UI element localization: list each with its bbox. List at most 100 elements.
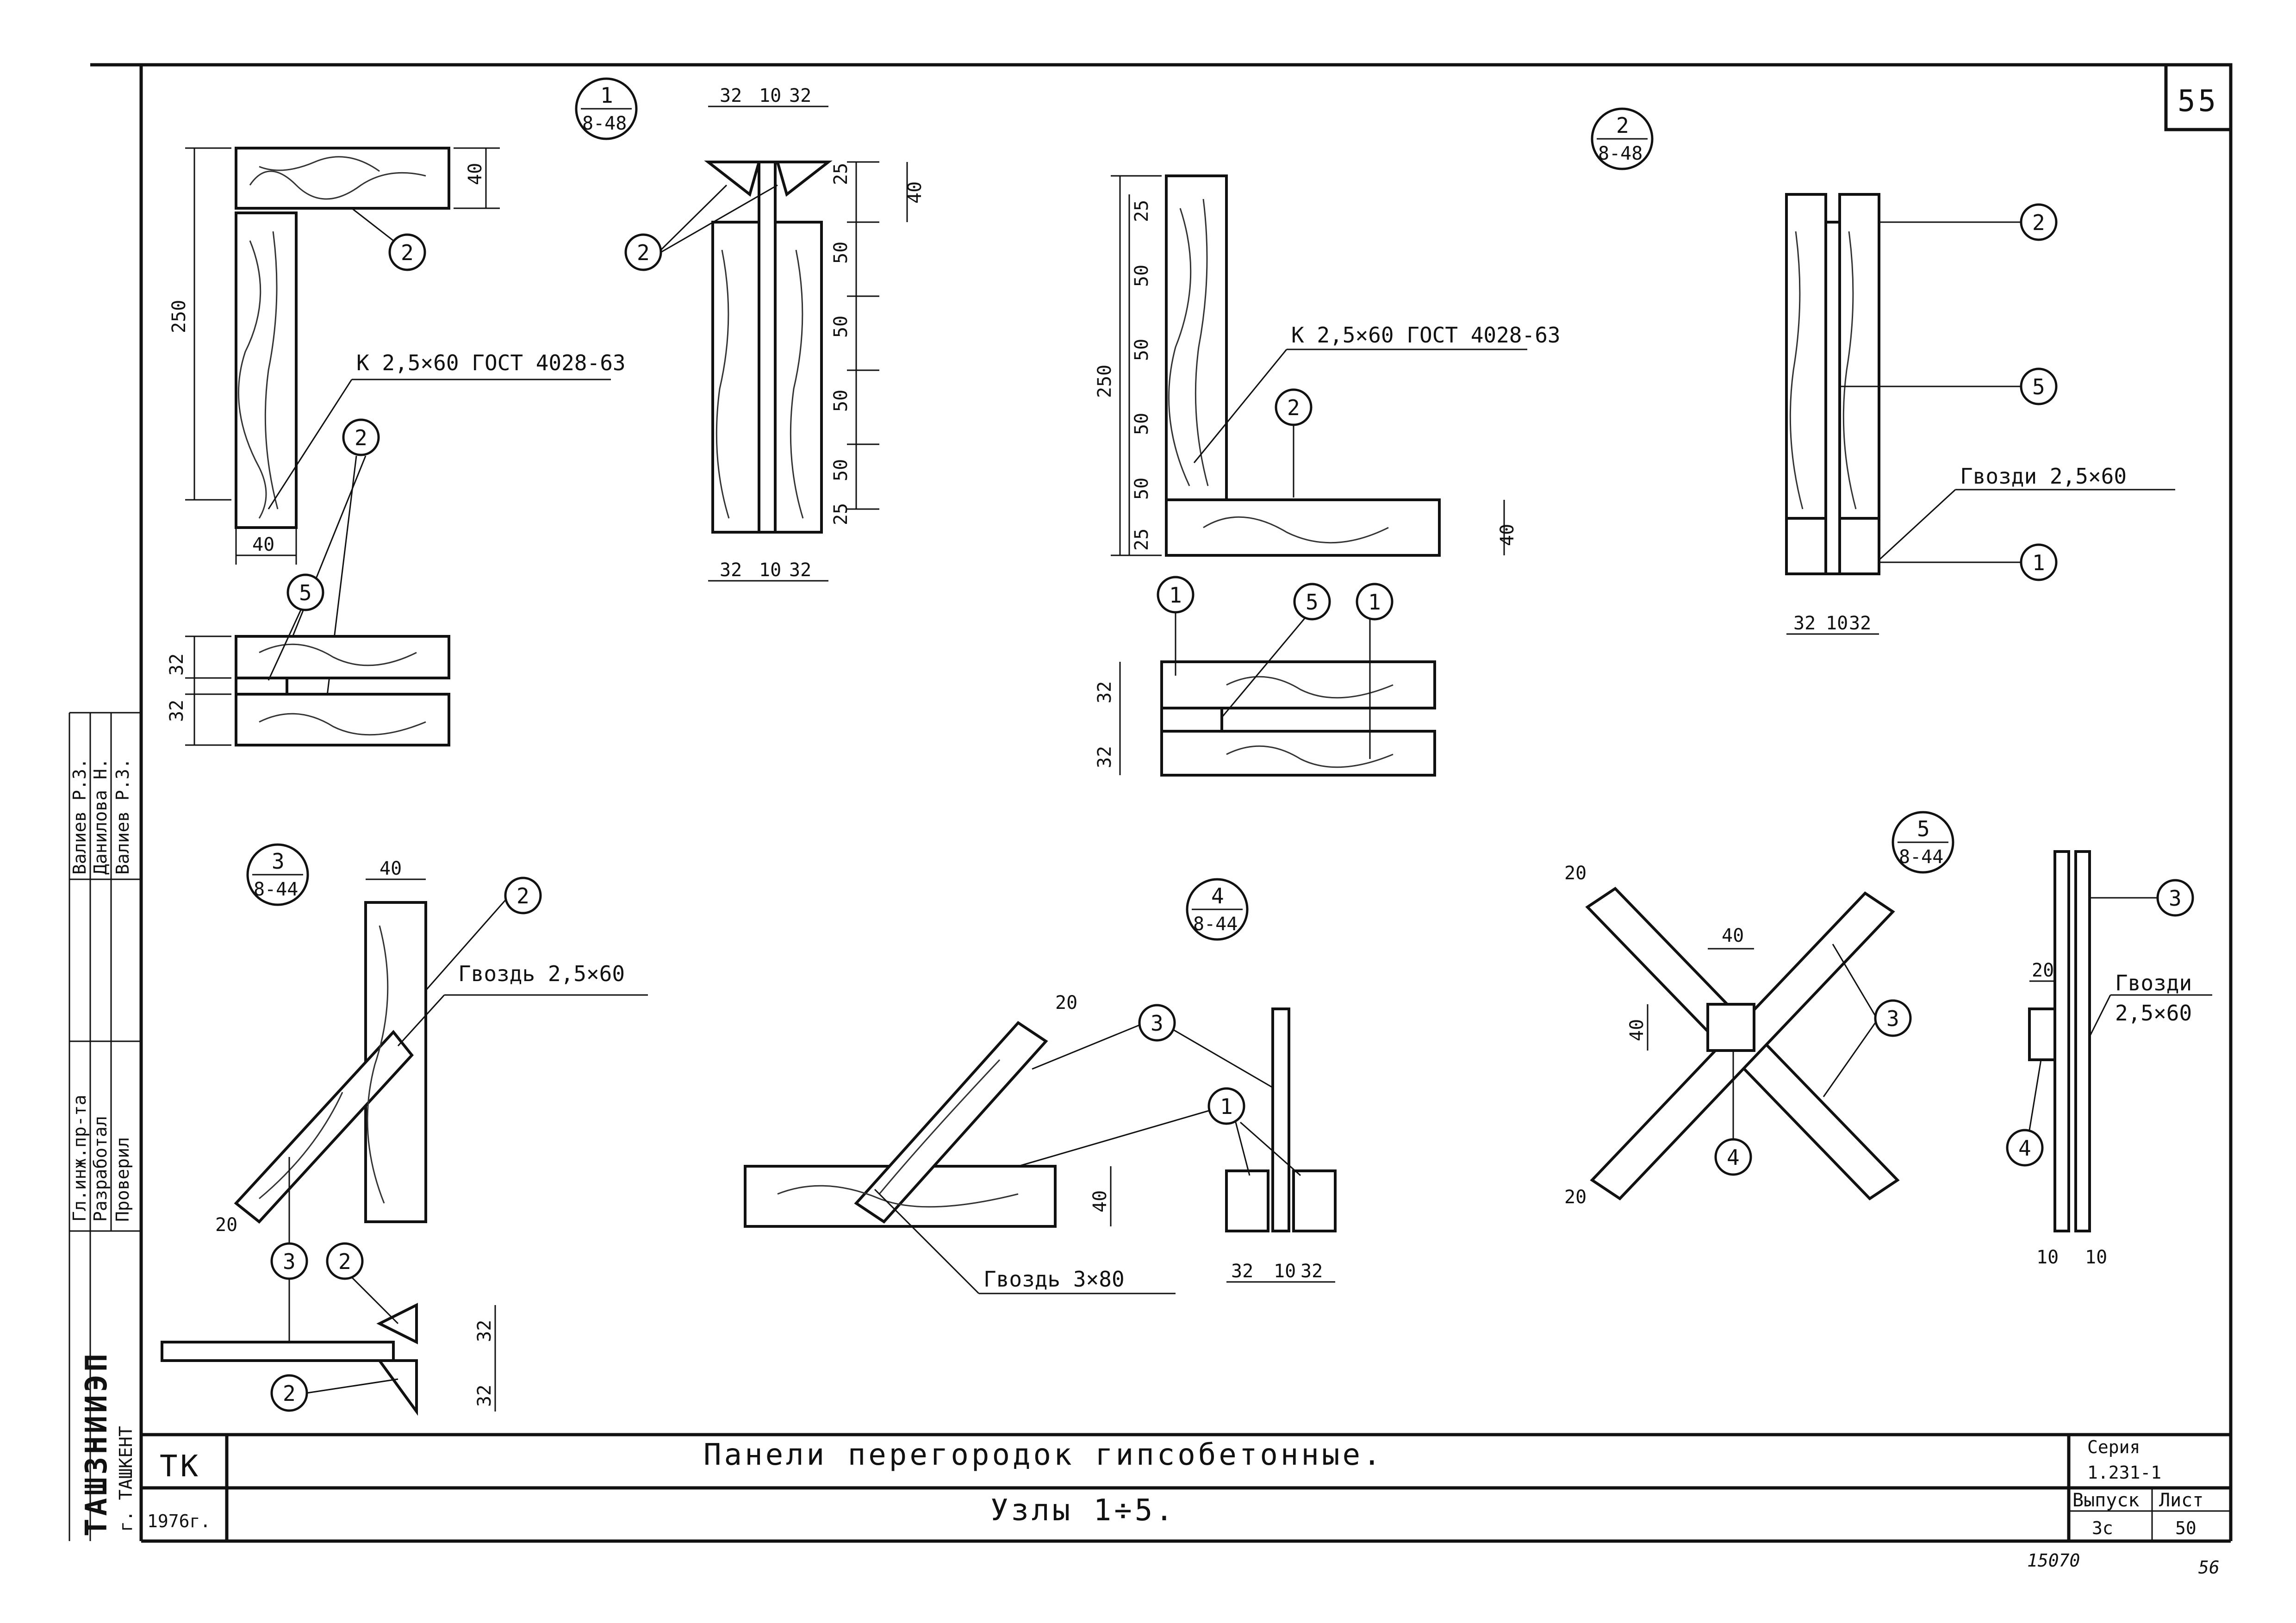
dim-32-b: 32 [789, 85, 811, 106]
dim-25-a: 25 [830, 163, 852, 185]
archive-number: 15070 [2027, 1550, 2080, 1571]
node-4-badge: 4 8-44 [1186, 878, 1249, 941]
stamp-name-3: Валиев Р.З. [112, 758, 133, 875]
node-5-number: 5 [1917, 816, 1930, 841]
node-5-side: 3 Гвозди 2,5×60 4 [2006, 850, 2212, 1232]
dim-32-plan-node1: 32 [166, 653, 187, 676]
dim-250-node2: 250 [1094, 365, 1115, 398]
dim-32-n3p: 32 [474, 1320, 495, 1342]
nail-note-node4: Гвоздь 3×80 [983, 1267, 1125, 1292]
page-number-box: 55 [2164, 63, 2233, 131]
node-3-number: 3 [272, 849, 285, 874]
dim-40-n2: 40 [1497, 524, 1518, 546]
dim-32-plan2-node1: 32 [166, 700, 187, 722]
pos-3-callout-node5-side: 3 [2169, 886, 2182, 911]
dim-40-section: 40 [904, 181, 926, 204]
dim-40-n3: 40 [380, 858, 402, 879]
dim-250-node1: 250 [168, 300, 190, 333]
dim-10-n4: 10 [1274, 1261, 1296, 1282]
dim-20-n5a: 20 [1564, 863, 1587, 884]
nails-note-node5-l2: 2,5×60 [2115, 1001, 2192, 1026]
node-1-corner-elevation [185, 147, 500, 565]
dim-25-b: 25 [830, 503, 852, 525]
nails-note-node2: Гвозди 2,5×60 [1960, 464, 2127, 489]
corner-number: 56 [2198, 1557, 2220, 1578]
stamp-role-2: Разработал [90, 1116, 111, 1222]
node-3-badge: 3 8-44 [246, 843, 309, 906]
node-1-number: 1 [600, 83, 613, 108]
pos-2-callout-node3: 2 [516, 883, 529, 908]
nail-note-node1: К 2,5×60 ГОСТ 4028-63 [356, 350, 626, 375]
stamp-name-1: Валиев Р.З. [69, 758, 90, 875]
node-3-elevation: 2 Гвоздь 2,5×60 [234, 877, 648, 1224]
sheet-title-1: Панели перегородок гипсобетонные. [703, 1438, 1384, 1472]
dim-32-n2s-a: 32 [1793, 613, 1816, 634]
pos-4-callout-node5: 4 [1727, 1145, 1740, 1170]
stamp-role-1: Гл.инж.пр-та [69, 1094, 90, 1222]
node-1-section: 2 [624, 106, 908, 582]
node-5-badge: 5 8-44 [1892, 811, 1954, 874]
dim-10-n2s: 10 [1826, 613, 1848, 634]
pos-3-callout-node3: 3 [283, 1249, 296, 1274]
dim-20-n5-side: 20 [2032, 960, 2054, 981]
stamp-institute: ТАШЗНИИЭП [80, 1351, 114, 1536]
pos-5-callout-node2-sec: 5 [2032, 374, 2045, 399]
page-number: 55 [2178, 84, 2219, 118]
dim-40-node1: 40 [465, 163, 486, 185]
issue-label: Выпуск [2072, 1490, 2140, 1511]
node-3-plan: 3 2 2 [161, 1157, 496, 1416]
dim-20-n4: 20 [1055, 992, 1077, 1014]
pos-5-callout-node1: 5 [299, 580, 312, 605]
pos-2-callout-node1-section: 2 [637, 240, 650, 265]
node-2-plan: 1 5 1 [1119, 576, 1436, 777]
dim-50-d: 50 [830, 459, 852, 481]
node-5-cross: 4 3 [1585, 887, 1912, 1200]
stamp-name-2: Данилова Н. [90, 758, 111, 875]
dim-32-n2p: 32 [1094, 681, 1115, 703]
dim-50-n2a: 50 [1131, 265, 1152, 287]
pos-3-callout-node5: 3 [1886, 1006, 1899, 1031]
dim-50-a: 50 [830, 242, 852, 264]
pos-1-callout-node2: 1 [1169, 583, 1182, 608]
dim-32-n4a: 32 [1231, 1261, 1253, 1282]
pos-2-callout-node2: 2 [1287, 395, 1300, 420]
dim-25-n2b: 25 [1131, 529, 1152, 551]
series-label: Серия [2087, 1437, 2140, 1457]
dim-40-n5b: 40 [1626, 1019, 1648, 1041]
dim-50-n2b: 50 [1131, 339, 1152, 361]
issue-value: 3с [2092, 1518, 2113, 1538]
node-2-badge: 2 8-48 [1591, 107, 1654, 170]
pos-1b-callout-node2: 1 [1368, 590, 1381, 615]
nails-note-node5-l1: Гвозди [2115, 970, 2192, 995]
dim-40-bottom-node1: 40 [252, 534, 274, 555]
pos-2-callout-b: 2 [355, 425, 367, 450]
dim-32-c: 32 [720, 560, 742, 581]
node-3-sheet: 8-44 [254, 879, 298, 900]
dim-32-n3p2: 32 [474, 1385, 495, 1407]
dim-50-n2d: 50 [1131, 478, 1152, 500]
dim-50-n2c: 50 [1131, 413, 1152, 435]
pos-2-callout-a: 2 [401, 240, 414, 265]
pos-5-callout-node2: 5 [1306, 590, 1319, 615]
pos-2a-callout-node3: 2 [338, 1249, 351, 1274]
title-block [141, 1433, 2231, 1541]
node-1-callouts: 2 К 2,5×60 ГОСТ 4028-63 2 [268, 207, 626, 722]
dim-20-n3: 20 [215, 1214, 237, 1236]
pos-2-callout-node2-sec: 2 [2032, 210, 2045, 235]
node-1-sheet: 8-48 [582, 113, 627, 134]
nail-note-node3: Гвоздь 2,5×60 [458, 961, 625, 986]
dim-32-a: 32 [720, 85, 742, 106]
series-value: 1.231-1 [2087, 1462, 2161, 1483]
dim-10-n5a: 10 [2036, 1247, 2059, 1268]
dim-40-n5a: 40 [1722, 925, 1744, 946]
dim-20-n5b: 20 [1564, 1187, 1587, 1208]
sheet-label: Лист [2159, 1490, 2203, 1511]
nail-note-node2: К 2,5×60 ГОСТ 4028-63 [1291, 323, 1561, 348]
node-1-plan: 5 [185, 573, 450, 746]
stamp-city: г. ТАШКЕНТ [116, 1426, 136, 1532]
pos-2b-callout-node3: 2 [283, 1381, 296, 1406]
node-2-callouts: К 2,5×60 ГОСТ 4028-63 2 [1193, 323, 1561, 497]
dim-32-n4b: 32 [1300, 1261, 1323, 1282]
node-2-section: 2 5 Гвозди 2,5×60 1 [1785, 193, 2175, 635]
